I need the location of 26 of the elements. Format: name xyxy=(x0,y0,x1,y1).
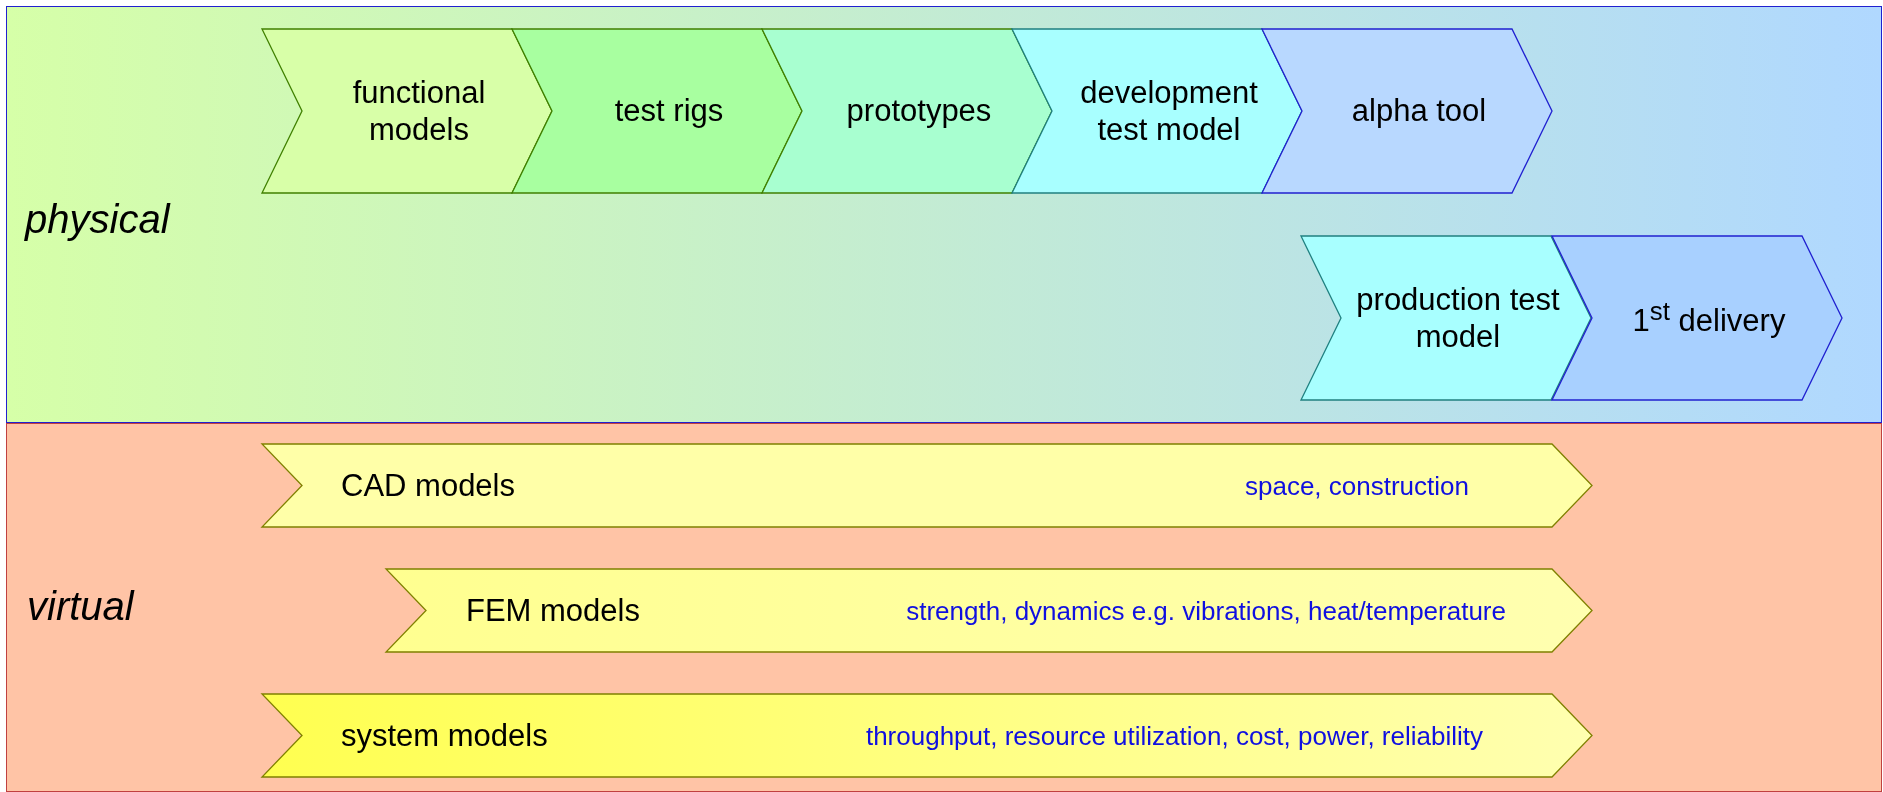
step-label: development test model xyxy=(1079,73,1259,149)
step-label: production test model xyxy=(1355,280,1561,356)
purpose-note: space, construction xyxy=(1245,470,1469,501)
chevron-step xyxy=(1301,236,1591,400)
chevron-step xyxy=(262,29,552,193)
purpose-note: strength, dynamics e.g. vibrations, heat/temperature xyxy=(906,595,1506,626)
purpose-note: throughput, resource utilization, cost, power, reliability xyxy=(865,720,1483,751)
band-panel xyxy=(6,423,1882,792)
model-label: CAD models xyxy=(341,467,515,504)
chevron-step xyxy=(1012,29,1302,193)
chevron-step xyxy=(386,569,1592,652)
chevron-step xyxy=(1262,29,1552,193)
step-label: prototypes xyxy=(846,92,992,130)
model-label: system models xyxy=(341,717,548,754)
step-label: functional models xyxy=(351,73,487,149)
step-label: alpha tool xyxy=(1351,92,1487,130)
chevron-step xyxy=(262,444,1592,527)
step-label: 1$^{st}$ delivery xyxy=(1632,296,1786,340)
model-label: FEM models xyxy=(466,592,640,629)
band-panel xyxy=(6,6,1882,423)
chevron-step xyxy=(512,29,802,193)
chevron-step xyxy=(762,29,1052,193)
step-label: test rigs xyxy=(614,92,724,130)
band-label: physical xyxy=(25,197,170,242)
band-label: virtual xyxy=(27,584,134,629)
chevron-step xyxy=(262,694,1592,777)
